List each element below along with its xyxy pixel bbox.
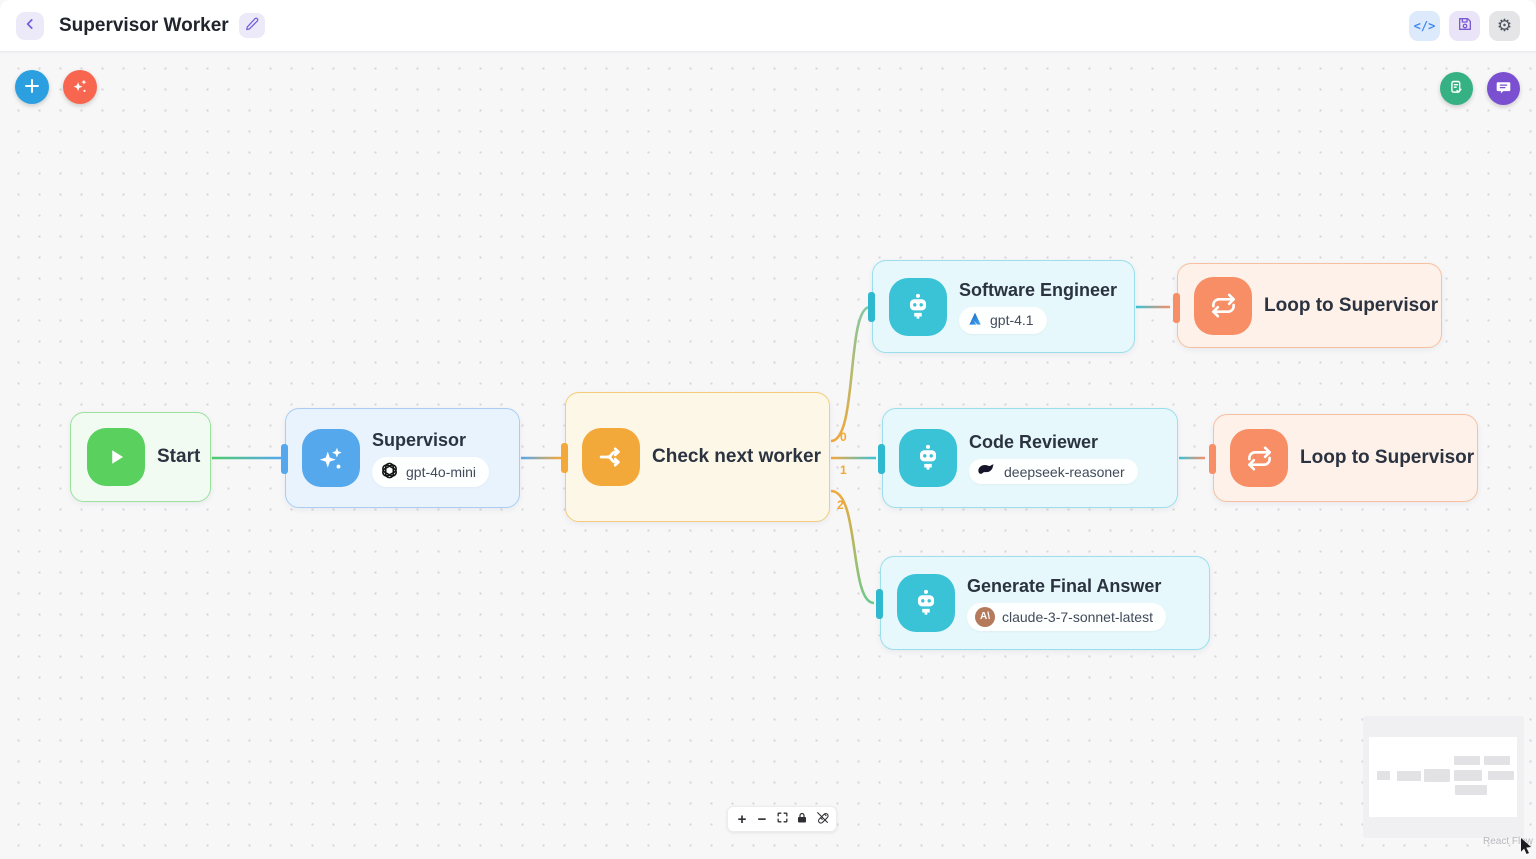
form-results-button[interactable] — [1440, 72, 1473, 105]
node-supervisor[interactable]: Supervisor gpt-4o-mini — [281, 408, 520, 508]
minimap-node — [1377, 771, 1390, 780]
view-code-button[interactable]: </> — [1409, 10, 1440, 41]
gear-icon: ⚙ — [1496, 16, 1513, 35]
model-name: claude-3-7-sonnet-latest — [1002, 608, 1153, 625]
ai-generate-button[interactable] — [63, 70, 97, 104]
plus-icon — [23, 77, 41, 98]
document-check-icon — [1448, 79, 1465, 99]
minimap-node — [1488, 771, 1514, 780]
node-code-reviewer[interactable]: Code Reviewer deepseek-reasoner — [878, 408, 1178, 508]
chat-bubble-icon — [1495, 79, 1512, 99]
input-handle[interactable] — [868, 292, 875, 322]
chevron-left-icon — [23, 17, 37, 34]
floppy-disk-icon — [1457, 16, 1473, 35]
lock-icon — [796, 811, 808, 828]
model-pill: A\ claude-3-7-sonnet-latest — [967, 602, 1166, 631]
repeat-icon — [1230, 429, 1288, 487]
edge-check-software-engineer[interactable] — [830, 305, 871, 443]
deepseek-logo-icon — [977, 463, 997, 480]
input-handle[interactable] — [876, 589, 883, 619]
minimap-node — [1454, 756, 1480, 765]
edge-label-1: 1 — [840, 463, 847, 477]
minimap[interactable] — [1363, 716, 1524, 838]
input-handle[interactable] — [878, 444, 885, 474]
node-label: Code Reviewer — [969, 432, 1099, 452]
robot-icon — [889, 277, 947, 336]
model-pill: deepseek-reasoner — [969, 459, 1138, 484]
model-name: gpt-4o-mini — [406, 463, 477, 480]
zoom-out-button[interactable]: − — [752, 807, 772, 831]
lock-button[interactable] — [792, 807, 812, 831]
settings-button[interactable]: ⚙ — [1489, 10, 1520, 41]
anthropic-logo-icon: A\ — [975, 606, 995, 627]
model-pill: gpt-4.1 — [959, 306, 1047, 334]
node-label: Software Engineer — [959, 279, 1118, 300]
node-loop-to-supervisor-2[interactable]: Loop to Supervisor — [1209, 414, 1478, 502]
minimap-node — [1484, 756, 1510, 765]
edge-label-0: 0 — [840, 430, 847, 444]
mouse-cursor — [1520, 838, 1534, 859]
input-handle[interactable] — [1209, 444, 1216, 474]
minimap-node — [1454, 770, 1482, 781]
fit-view-button[interactable] — [772, 807, 792, 831]
input-handle[interactable] — [281, 444, 288, 474]
robot-icon — [897, 574, 955, 632]
back-button[interactable] — [16, 11, 44, 40]
openai-logo-icon — [380, 461, 399, 483]
node-label: Start — [157, 446, 201, 467]
chat-button[interactable] — [1487, 72, 1520, 105]
sparkles-icon — [71, 77, 89, 98]
azure-logo-icon — [967, 311, 983, 330]
node-software-engineer[interactable]: Software Engineer gpt-4.1 — [868, 260, 1135, 353]
edit-title-button[interactable] — [238, 13, 265, 38]
model-name: gpt-4.1 — [990, 312, 1034, 328]
fit-view-icon — [776, 811, 789, 828]
model-pill: gpt-4o-mini — [372, 456, 490, 487]
minimap-node — [1424, 769, 1450, 782]
node-label: Loop to Supervisor — [1300, 447, 1475, 468]
top-bar: Supervisor Worker </> ⚙ — [0, 0, 1536, 52]
canvas-controls: + − — [727, 806, 837, 832]
code-icon: </> — [1413, 18, 1436, 33]
add-node-button[interactable] — [15, 70, 49, 104]
sparkles-icon — [302, 429, 360, 487]
pencil-icon — [245, 17, 259, 34]
node-label: Check next worker — [652, 446, 821, 467]
node-check-next-worker[interactable]: Check next worker — [561, 392, 830, 522]
repeat-icon — [1194, 276, 1252, 335]
react-flow-attribution[interactable]: React Flow — [1482, 836, 1533, 847]
node-generate-final-answer[interactable]: Generate Final Answer A\ claude-3-7-sonn… — [876, 556, 1210, 650]
model-name: deepseek-reasoner — [1004, 463, 1125, 480]
node-label: Loop to Supervisor — [1264, 294, 1439, 316]
node-label: Supervisor — [372, 429, 467, 450]
robot-icon — [899, 429, 957, 487]
snap-toggle-button[interactable] — [812, 807, 832, 831]
node-loop-to-supervisor-1[interactable]: Loop to Supervisor — [1173, 263, 1442, 348]
input-handle[interactable] — [561, 443, 568, 473]
minimap-node — [1455, 785, 1487, 795]
magnet-off-icon — [816, 811, 829, 828]
zoom-in-button[interactable]: + — [732, 807, 752, 831]
input-handle[interactable] — [1173, 293, 1180, 323]
edge-label-2: 2 — [837, 498, 844, 512]
split-icon — [582, 428, 640, 486]
node-start[interactable]: Start — [70, 412, 211, 502]
flow-title: Supervisor Worker — [59, 14, 229, 36]
play-icon — [87, 428, 145, 486]
save-button[interactable] — [1449, 10, 1480, 41]
minimap-node — [1397, 771, 1421, 781]
node-label: Generate Final Answer — [967, 575, 1162, 596]
flow-canvas[interactable]: 0 1 2 Start Supervisor gpt-4o-mini — [0, 52, 1536, 854]
